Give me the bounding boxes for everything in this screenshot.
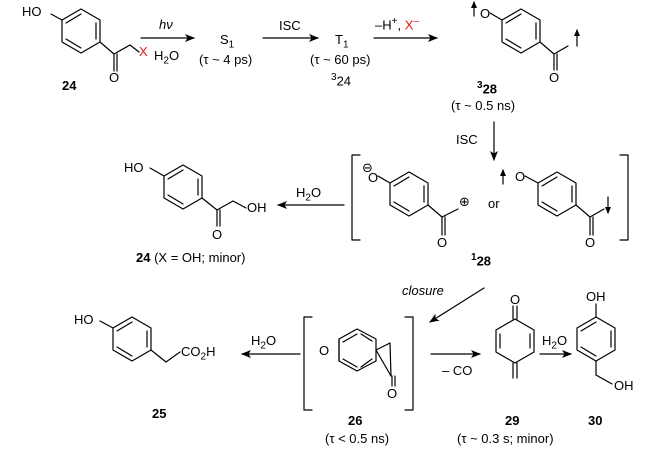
label-deprotonation: –H+, X–	[375, 16, 419, 33]
compound-label-26: 26	[348, 413, 363, 428]
compound-30-structure	[576, 303, 616, 385]
compound-label-30: 30	[588, 413, 603, 428]
t28-lifetime: (τ ~ 0.5 ns)	[451, 98, 516, 113]
c30-phenol-oh: OH	[586, 289, 606, 304]
compound-label-24-product: 24 (X = OH; minor)	[136, 250, 246, 265]
reaction-arrows	[140, 34, 572, 358]
compound-label-25: 25	[152, 406, 167, 421]
c30-benzyl-oh: OH	[614, 378, 634, 393]
c24p-oh-label: OH	[247, 200, 267, 215]
s28-carbocation-plus: ⊕	[459, 194, 470, 209]
arrow-closure	[429, 287, 485, 323]
c24-leaving-group-x: X	[139, 44, 148, 59]
s1-lifetime: (τ ~ 4 ps)	[199, 52, 253, 67]
label-minus-co: – CO	[442, 363, 473, 378]
label-water-3: H2O	[251, 333, 277, 352]
c25-carboxyl-label: CO2H	[181, 344, 216, 363]
t28-carbonyl-o: O	[549, 70, 560, 85]
compound-label-29: 29	[505, 413, 520, 428]
s28-diradical-o: O	[515, 169, 526, 184]
label-water-1: H2O	[154, 48, 180, 67]
t1-lifetime: (τ ~ 60 ps)	[310, 52, 371, 67]
label-or: or	[488, 196, 500, 211]
label-water-2: H2O	[296, 185, 322, 204]
compound-24-structure	[50, 8, 140, 72]
singlet-28-structures	[351, 154, 629, 241]
s28-zwitterion-carbonyl-o: O	[437, 235, 448, 250]
s28-oxide-minus: ⊖	[362, 160, 373, 175]
c24p-hydroxyl-label: HO	[124, 160, 144, 175]
s28-zwitterion-o: O	[368, 170, 379, 185]
compound-26-structure	[303, 316, 414, 411]
c29-lifetime: (τ ~ 0.3 s; minor)	[457, 431, 554, 446]
c26-cyclopropanone-o: O	[387, 386, 398, 401]
state-t1: T1	[335, 32, 349, 51]
compound-25-structure	[99, 316, 181, 363]
compound-24-product-structure	[149, 164, 247, 227]
label-water-4: H2O	[542, 333, 568, 352]
compound-label-1-28: 128	[471, 252, 492, 269]
c26-lifetime: (τ < 0.5 ns)	[325, 431, 390, 446]
c24p-carbonyl-o: O	[212, 227, 223, 242]
c26-dienone-o: O	[319, 343, 330, 358]
label-3-24: 324	[331, 72, 352, 89]
c29-carbonyl-o: O	[510, 292, 521, 307]
compound-label-3-28: 328	[477, 80, 498, 97]
compound-label-24: 24	[62, 78, 77, 93]
s28-diradical-carbonyl-o: O	[585, 235, 596, 250]
state-s1: S1	[220, 32, 235, 51]
label-hv: hν	[159, 17, 173, 32]
compound-29-structure	[495, 305, 535, 379]
label-isc-2: ISC	[456, 132, 478, 147]
c24-hydroxyl-label: HO	[22, 4, 42, 19]
triplet-28-structure	[471, 1, 580, 71]
label-isc-1: ISC	[279, 18, 301, 33]
c24-carbonyl-o: O	[109, 70, 120, 85]
c25-hydroxyl-label: HO	[74, 312, 94, 327]
label-closure: closure	[402, 283, 444, 298]
t28-phenoxyl-o: O	[480, 6, 491, 21]
